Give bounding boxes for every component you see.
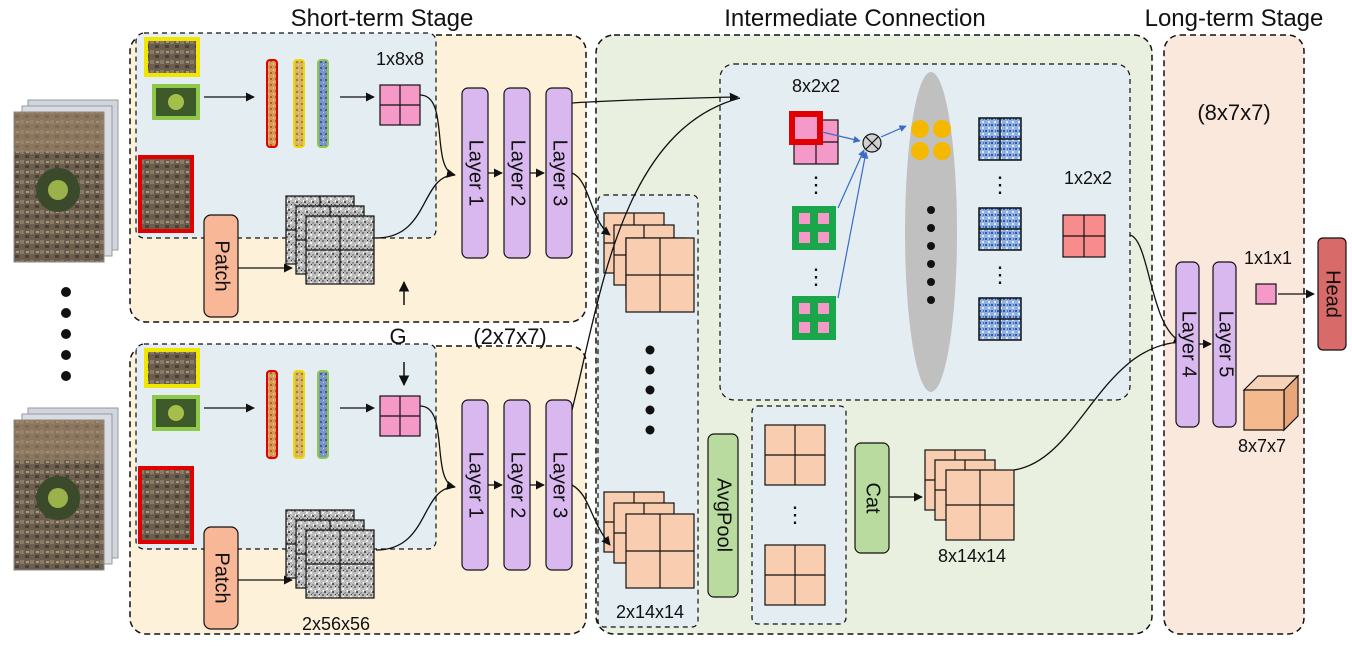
layer5-label: Layer 5: [1215, 311, 1237, 378]
value-token-2: [978, 207, 1022, 251]
key-token-1: [792, 206, 836, 250]
dim-1x2x2-label: 1x2x2: [1064, 168, 1112, 188]
video-frames-bottom: [13, 407, 119, 571]
intermediate-connection-title: Intermediate Connection: [724, 5, 986, 32]
cat-block: Cat: [854, 442, 890, 554]
dots-keys-1: ⋮: [805, 172, 827, 197]
dots-values-2: ⋮: [989, 262, 1011, 287]
patch-block-bottom: Patch: [203, 526, 239, 630]
dim-1x1x1-label: 1x1x1: [1244, 248, 1292, 268]
long-term-stage-title: Long-term Stage: [1145, 5, 1324, 32]
attention-weights: [911, 120, 951, 160]
layers-bottom: Layer 1 Layer 2 Layer 3: [461, 399, 573, 571]
value-token-3: [978, 297, 1022, 341]
noise-patches-bottom: [285, 509, 375, 599]
multiply-operator: [862, 133, 882, 153]
layer5-block: Layer 5: [1212, 261, 1237, 428]
token-stack-top: [603, 212, 695, 313]
head-label: Head: [1322, 270, 1344, 318]
token-grid-1x8x8-top: [379, 84, 421, 126]
patch-label-top: Patch: [211, 240, 233, 291]
avgpool-block: AvgPool: [707, 433, 739, 598]
key-token-2: [792, 296, 836, 340]
dots-pooled: ⋮: [784, 502, 806, 527]
patch-block-top: Patch: [203, 214, 239, 318]
dots-keys-2: ⋮: [805, 264, 827, 289]
layers-top: Layer 1 Layer 2 Layer 3: [461, 87, 573, 259]
layer3-label-bottom: Layer 3: [549, 452, 571, 519]
top-token-bars: [266, 59, 329, 148]
token-stack-bottom: [603, 491, 695, 589]
short-term-stage-title: Short-term Stage: [291, 5, 474, 32]
top-branch-crops: [138, 37, 200, 233]
layer2-label-top: Layer 2: [507, 140, 529, 207]
output-token-1x2x2: [1062, 214, 1106, 258]
dim-2x56x56-label: 2x56x56: [302, 614, 370, 634]
video-frames-top: [13, 99, 119, 263]
head-block: Head: [1317, 237, 1347, 351]
token-stack-ellipsis: [645, 345, 655, 435]
pooled-feature: [1255, 283, 1277, 305]
cat-label: Cat: [862, 482, 884, 514]
layer2-label-bottom: Layer 2: [507, 452, 529, 519]
bottom-branch-crops: [138, 348, 200, 544]
dim-8x7x7-paren-label: (8x7x7): [1197, 100, 1270, 125]
value-token-1: [978, 117, 1022, 161]
dim-8x14x14-label: 8x14x14: [938, 546, 1006, 566]
query-token: [789, 111, 839, 165]
dim-2x7x7-label: (2x7x7): [473, 324, 546, 349]
feature-cube: [1242, 374, 1300, 432]
dim-1x8x8-label: 1x8x8: [376, 49, 424, 69]
g-label: G: [389, 324, 406, 349]
layer1-label-bottom: Layer 1: [465, 452, 487, 519]
patch-label-bottom: Patch: [211, 552, 233, 603]
layer4-block: Layer 4: [1175, 261, 1200, 428]
dots-values-1: ⋮: [989, 172, 1011, 197]
dim-8x2x2-label: 8x2x2: [792, 76, 840, 96]
concat-stack: [924, 449, 1015, 541]
dim-8x7x7-label: 8x7x7: [1238, 436, 1286, 456]
dim-2x14x14-label: 2x14x14: [616, 602, 684, 622]
layer1-label-top: Layer 1: [465, 140, 487, 207]
bottom-token-bars: [266, 370, 329, 459]
layer3-label-top: Layer 3: [549, 140, 571, 207]
avgpool-label: AvgPool: [713, 478, 735, 552]
ellipsis-frames: [61, 287, 71, 381]
token-grid-1x8x8-bottom: [379, 395, 421, 437]
pooled-tokens: ⋮: [764, 424, 826, 606]
noise-patches-top: [285, 195, 375, 285]
ellipse-dots: [927, 206, 935, 304]
layer4-label: Layer 4: [1178, 311, 1200, 378]
